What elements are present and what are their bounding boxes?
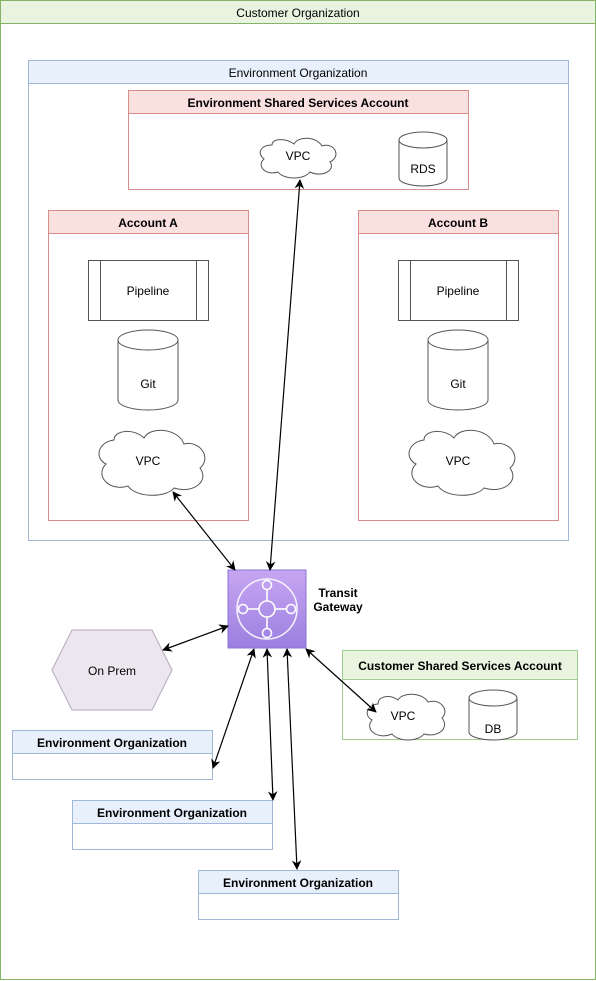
environment-organization-box-1-title: Environment Organization [37,736,187,750]
account-a-git-cylinder-icon [117,329,179,411]
on-prem-node: On Prem [51,629,173,711]
environment-organization-box-3-title: Environment Organization [223,876,373,890]
account-a-vpc-label: VPC [136,454,161,468]
account-b-pipeline-process-icon [398,260,519,321]
account-b-title: Account B [428,216,488,230]
account-b-vpc-cloud-icon [408,429,516,496]
customer-db-label: DB [485,722,502,736]
environment-organization-box-2-title: Environment Organization [97,806,247,820]
environment-organization-box-3: Environment Organization [198,870,399,920]
environment-shared-services-title: Environment Shared Services Account [188,96,409,110]
customer-shared-services-title: Customer Shared Services Account [358,659,562,673]
account-a-git-label: Git [140,377,156,391]
customer-shared-services-account: Customer Shared Services Account VPC DB [342,650,578,741]
shared-services-vpc-label: VPC [286,149,311,163]
account-b-git-cylinder-icon [427,329,489,411]
customer-shared-services-vpc-cloud-icon [366,693,446,741]
customer-db-cylinder-icon [468,689,518,741]
account-a-pipeline-label: Pipeline [127,284,170,298]
transit-gateway-label-line2: Gateway [313,600,363,614]
on-prem-hexagon-icon [51,629,173,711]
account-b-git-label: Git [450,377,466,391]
transit-gateway-icon [227,569,307,649]
account-a-pipeline-process-icon [88,260,209,321]
account-a-container: Account A Pipeline Git VPC [48,210,249,521]
account-b-pipeline-label: Pipeline [437,284,480,298]
environment-organization-box-2: Environment Organization [72,800,273,850]
arrow-tgw-to-env-org-3 [282,648,302,870]
environment-shared-services-account: Environment Shared Services Account VPC … [128,90,469,190]
rds-database-icon [398,131,448,187]
on-prem-label: On Prem [88,664,136,678]
shared-services-vpc-cloud-icon [259,137,337,179]
transit-gateway-glyph [236,578,298,640]
customer-shared-services-vpc-label: VPC [391,709,416,723]
arrow-on-prem-to-tgw [162,624,229,652]
connectors [162,179,377,870]
arrow-tgw-to-env-org-2 [262,648,278,801]
account-a-title: Account A [118,216,178,230]
account-a-vpc-cloud-icon [98,429,206,496]
account-b-container: Account B Pipeline Git VPC [358,210,559,521]
environment-organization-box-1: Environment Organization [12,730,213,780]
customer-organization-title: Customer Organization [236,6,359,20]
environment-organization-title: Environment Organization [229,66,368,80]
transit-gateway-node: Transit Gateway [227,569,363,649]
arrow-shared-services-vpc-to-tgw [265,179,305,571]
rds-label: RDS [410,162,435,176]
account-b-vpc-label: VPC [446,454,471,468]
arrow-account-a-vpc-to-tgw [172,491,236,571]
arrow-tgw-to-env-org-1 [211,648,256,769]
arrow-tgw-to-customer-vpc [305,648,377,713]
transit-gateway-label-line1: Transit [318,586,357,600]
